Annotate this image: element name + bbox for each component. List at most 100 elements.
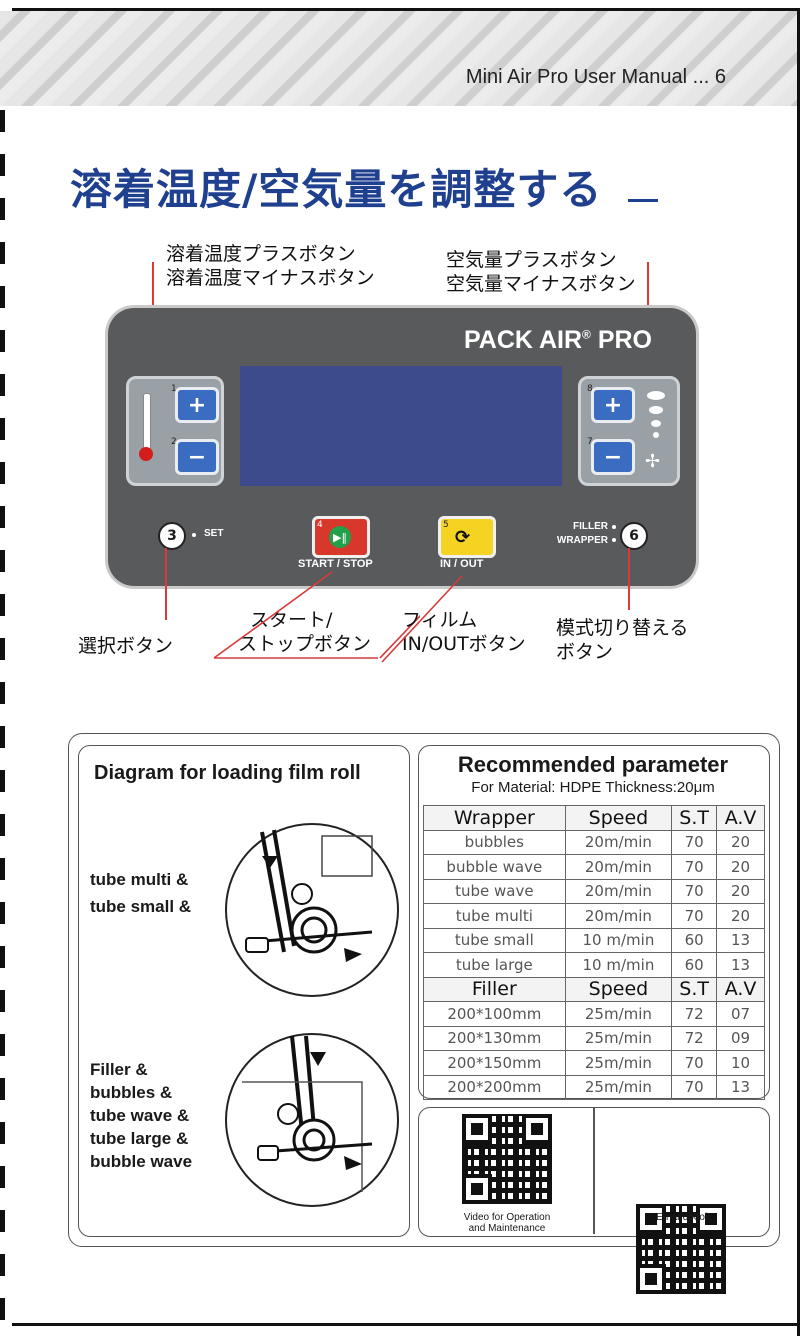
label-bubble-wave: bubble wave [90,1152,193,1171]
table-cell: tube large [423,952,566,978]
minus-icon: − [187,444,207,470]
table-cell: 70 [671,1050,718,1076]
table-cell: A.V [716,976,765,1002]
frame-top [12,8,800,11]
label-tube-wave: tube wave & [90,1106,190,1125]
qr-code-handbook[interactable] [636,1204,726,1294]
btn4-number: 4 [317,520,323,530]
callout-start-stop-line1: スタート/ [250,609,333,631]
table-cell: 07 [716,1001,765,1027]
filler-dot [612,525,616,529]
table-cell: 20m/min [564,854,673,880]
diagram-title: Diagram for loading film roll [94,762,361,784]
filler-label: FILLER [573,521,608,532]
callout-mode: 模式切り替える ボタン [556,616,688,664]
table-cell: Filler [423,976,566,1002]
qr-divider [593,1108,595,1234]
minus-icon: − [603,444,623,470]
callout-start-stop-line2: ストップボタン [238,633,372,655]
table-cell: 20 [716,829,765,855]
table-cell: 20m/min [564,829,673,855]
header-band [0,11,797,106]
callout-start-stop: スタート/ ストップボタン [238,608,371,656]
param-title: Recommended parameter [457,752,729,777]
table-cell: 200*200mm [423,1074,566,1100]
table-cell: 20m/min [564,903,673,929]
callout-temp-plus: 溶着温度プラスボタン [166,243,356,265]
wrapper-dot [612,538,616,542]
frame-right [797,8,800,1336]
table-cell: 20 [716,854,765,880]
callout-film: フィルム IN/OUTボタン [402,608,526,656]
film-roll-icon: ⟳ [455,527,471,548]
label-filler: Filler & [90,1060,148,1079]
table-cell: 70 [671,903,718,929]
header-title: Mini Air Pro User Manual ... 6 [465,66,726,88]
label-tube-large: tube large & [90,1129,189,1148]
btn5-number: 5 [443,520,449,530]
temp-plus-button[interactable]: + [175,387,219,423]
film-in-out-button[interactable]: 5 ⟳ [438,516,496,558]
table-cell: A.V [716,805,765,831]
leader-select [165,548,167,620]
diagram-panel [78,745,410,1237]
table-cell: tube multi [423,903,566,929]
table-cell: 25m/min [564,1001,673,1027]
table-cell: 70 [671,1074,718,1100]
qr-caption-video-line1: Video for Operation [463,1212,551,1223]
diagram-label-bottom: Filler & bubbles & tube wave & tube larg… [90,1058,192,1173]
table-cell: S.T [671,805,718,831]
callout-air-minus: 空気量マイナスボタン [446,273,636,295]
control-panel: PACK AIR® PRO 1 + 2 − 8 + 7 − ✢ 3 SET 4 … [108,308,696,586]
air-level-icon [647,391,665,400]
table-cell: 25m/min [564,1025,673,1051]
loading-diagram-top [225,823,399,997]
table-cell: 200*100mm [423,1001,566,1027]
qr-caption-video: Video for Operation and Maintenance [440,1212,574,1234]
btn1-number: 1 [171,384,177,394]
table-cell: 60 [671,927,718,953]
qr-code-video[interactable] [462,1114,552,1204]
air-plus-button[interactable]: + [591,387,635,423]
table-cell: S.T [671,976,718,1002]
table-cell: 10 [716,1050,765,1076]
table-cell: 13 [716,952,765,978]
title-underline [628,199,658,202]
display-screen [240,366,562,486]
callout-air: 空気量プラスボタン 空気量マイナスボタン [446,248,636,296]
thermometer-icon [143,393,151,453]
select-button[interactable]: 3 [158,522,186,550]
leader-start-stop [213,571,333,659]
callout-temp: 溶着温度プラスボタン 溶着温度マイナスボタン [166,242,375,290]
air-minus-button[interactable]: − [591,439,635,475]
air-level-icon [651,420,661,427]
set-label: SET [204,528,224,539]
table-cell: 20 [716,903,765,929]
callout-film-line1: フィルム [402,609,478,631]
table-cell: tube wave [423,878,566,904]
start-stop-label: START / STOP [298,558,373,570]
table-cell: 200*150mm [423,1050,566,1076]
mode-switch-button[interactable]: 6 [620,522,648,550]
start-stop-button[interactable]: 4 ▶‖ [312,516,370,558]
leader-film-svg [381,575,463,663]
table-cell: 10 m/min [564,952,673,978]
table-cell: 25m/min [564,1074,673,1100]
table-cell: 10 m/min [564,927,673,953]
leader-start-film-svg [213,571,420,659]
table-cell: 09 [716,1025,765,1051]
frame-bottom [12,1323,800,1326]
table-cell: 70 [671,829,718,855]
btn7-number: 7 [587,437,593,447]
binding-dashes [0,110,5,1336]
temp-minus-button[interactable]: − [175,439,219,475]
callout-mode-line1: 模式切り替える [556,617,689,639]
table-cell: tube small [423,927,566,953]
